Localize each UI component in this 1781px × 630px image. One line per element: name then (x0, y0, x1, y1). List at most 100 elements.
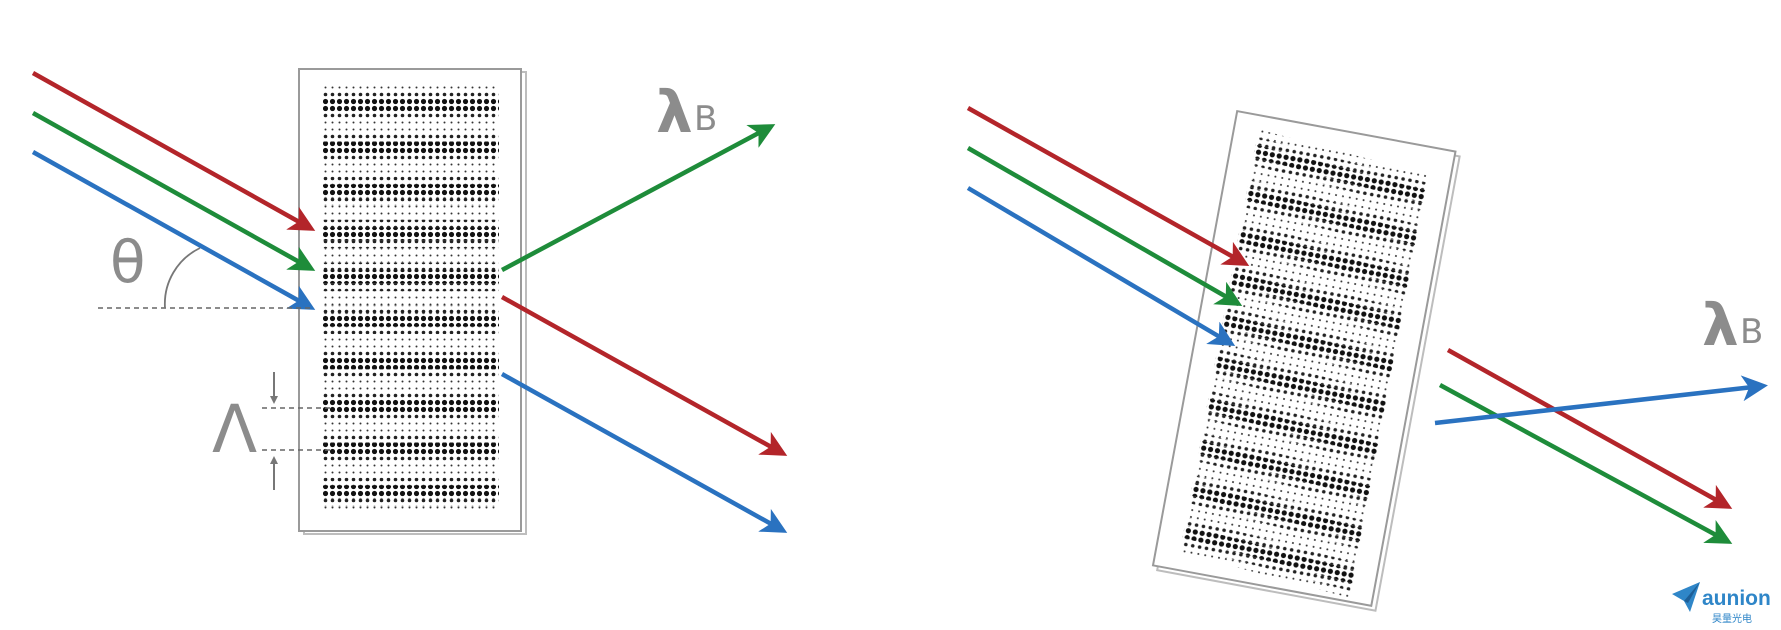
left-lambda-symbol: λ (656, 78, 693, 146)
left-incident-red-ray (31, 71, 316, 231)
fringe-band (1233, 256, 1406, 310)
fringe-band (1198, 440, 1372, 500)
period-symbol: Λ (212, 391, 257, 468)
fringe-band (1184, 517, 1357, 571)
fringe-band (323, 356, 499, 370)
left-lambda-subscript: B (694, 99, 717, 139)
fringe-band (1192, 475, 1365, 529)
right-incident-blue-ray (966, 186, 1236, 347)
fringe-band (323, 119, 499, 126)
fringe-band (1213, 355, 1387, 415)
fringe-band (1229, 271, 1403, 330)
fringe-band (323, 83, 499, 91)
fringe-band (1234, 249, 1407, 303)
left-grating-slab (298, 68, 527, 535)
fringe-band (1211, 376, 1383, 429)
fringe-band (1200, 432, 1373, 487)
fringe-band (323, 240, 499, 249)
fringe-band (1187, 503, 1360, 556)
right-incident-red-ray (966, 106, 1250, 266)
logo-subtitle: 昊量光电 (1712, 612, 1752, 625)
fringe-band (1212, 368, 1385, 423)
fringe-band (1224, 305, 1396, 360)
fringe-band (1190, 482, 1364, 542)
fringe-band (323, 270, 499, 284)
fringe-band (1225, 298, 1398, 352)
right-lambda-symbol: λ (1702, 291, 1739, 359)
fringe-band (323, 227, 499, 241)
paper-plane-icon (1672, 582, 1700, 612)
fringe-band (1201, 425, 1374, 479)
right-lambda-subscript: B (1740, 312, 1763, 352)
aunion-logo: aunion 昊量光电 (1672, 582, 1771, 625)
fringe-band (323, 384, 499, 392)
fringe-band (323, 326, 499, 335)
fringe-band (1186, 509, 1359, 564)
left-incident-blue-ray (31, 150, 316, 310)
fringe-band (323, 420, 499, 427)
right-diffracted-blue-ray (1434, 375, 1768, 426)
fringe-band (323, 205, 499, 212)
right-transmitted-red-ray (1446, 348, 1733, 509)
left-transmitted-red-ray (500, 295, 788, 456)
fringe-band (323, 427, 499, 435)
fringe-band (323, 341, 499, 349)
fringe-band (323, 434, 499, 443)
fringe-band (323, 184, 499, 198)
fringe-band (323, 298, 499, 306)
right-grating-fringes (1179, 129, 1429, 598)
fringe-band (323, 313, 499, 327)
fringe-band (323, 348, 499, 357)
fringe-band (323, 477, 499, 486)
fringe-band (323, 442, 499, 456)
fringe-band (323, 126, 499, 134)
fringe-band (323, 219, 499, 228)
fringe-band (1250, 164, 1423, 218)
fringe-band (323, 463, 499, 470)
fringe-band (1196, 453, 1369, 507)
fringe-band (323, 154, 499, 163)
fringe-band (1216, 348, 1389, 402)
fringe-band (323, 90, 499, 99)
fringe-band (1226, 291, 1399, 345)
fringe-band (323, 162, 499, 169)
theta-symbol: θ (110, 228, 146, 296)
fringe-band (323, 498, 499, 507)
fringe-band (1206, 398, 1379, 457)
fringe-band (323, 291, 499, 298)
fringe-band (1204, 410, 1377, 465)
logo-name: aunion (1702, 587, 1771, 610)
fringe-band (323, 283, 499, 292)
fringe-band (323, 391, 499, 400)
fringe-band (323, 98, 499, 112)
right-grating-slab (1151, 109, 1461, 612)
fringe-band (1251, 157, 1424, 211)
fringe-band (1188, 495, 1361, 549)
fringe-band (323, 470, 499, 478)
right-bragg-wavelength-label: λ B (1702, 291, 1763, 359)
fringe-band (1231, 263, 1404, 318)
fringe-band (323, 197, 499, 206)
fringe-band (1181, 537, 1354, 592)
fringe-band (1217, 340, 1390, 395)
fringe-band (1203, 418, 1376, 472)
fringe-band (1241, 213, 1414, 268)
fringe-band (1228, 283, 1401, 338)
fringe-band (323, 506, 499, 513)
fringe-band (1179, 545, 1352, 598)
fringe-band (323, 255, 499, 263)
fringe-band (323, 141, 499, 155)
fringe-band (323, 455, 499, 464)
fringe-band (323, 485, 499, 499)
fringe-band (1182, 524, 1356, 584)
fringe-band (323, 169, 499, 177)
theta-arc (163, 247, 201, 309)
left-diffracted-green-ray (500, 124, 776, 272)
fringe-band (323, 212, 499, 220)
left-grating-fringes (323, 83, 499, 513)
fringe-band (1247, 179, 1420, 233)
fringe-band (323, 399, 499, 413)
fringe-band (1194, 467, 1367, 522)
fringe-band (1235, 241, 1408, 296)
